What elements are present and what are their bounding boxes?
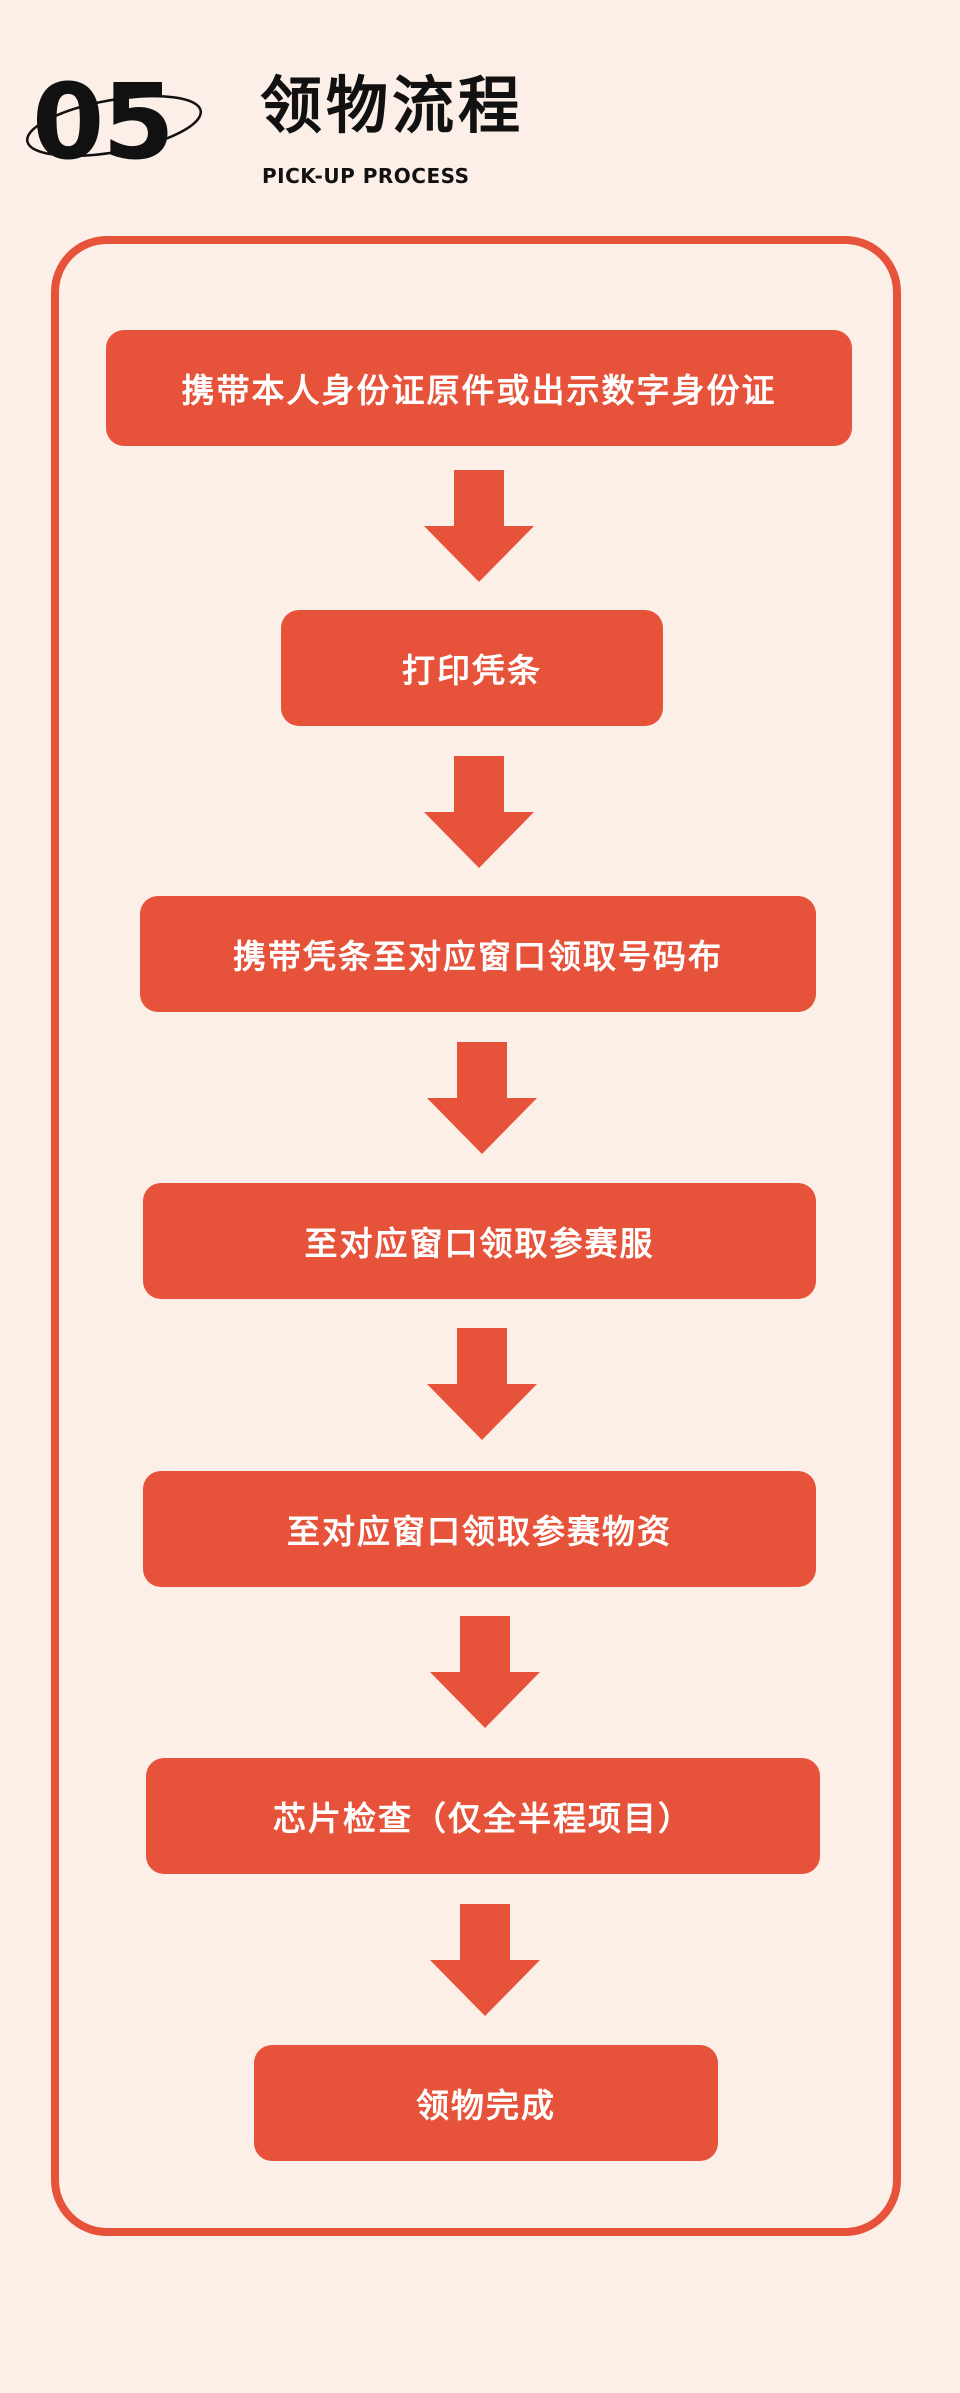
number-badge [22, 74, 207, 174]
step-2: 打印凭条 [281, 610, 663, 726]
step-5: 至对应窗口领取参赛物资 [143, 1471, 816, 1587]
arrow-down-icon [424, 756, 534, 868]
step-3: 携带凭条至对应窗口领取号码布 [140, 896, 816, 1012]
arrow-down-icon [427, 1328, 537, 1440]
section-number: 05 [32, 61, 175, 183]
arrow-down-icon [427, 1042, 537, 1154]
header: 05 领物流程 PICK-UP PROCESS [0, 0, 960, 200]
page-title: 领物流程 [260, 69, 525, 142]
orbit-ring-icon [25, 94, 203, 158]
step-6: 芯片检查（仅全半程项目） [146, 1758, 820, 1874]
step-4: 至对应窗口领取参赛服 [143, 1183, 816, 1299]
step-7: 领物完成 [254, 2045, 718, 2161]
page-subtitle: PICK-UP PROCESS [262, 164, 470, 188]
arrow-down-icon [424, 470, 534, 582]
arrow-down-icon [430, 1904, 540, 2016]
step-1: 携带本人身份证原件或出示数字身份证 [106, 330, 852, 446]
arrow-down-icon [430, 1616, 540, 1728]
process-frame [51, 236, 901, 2236]
